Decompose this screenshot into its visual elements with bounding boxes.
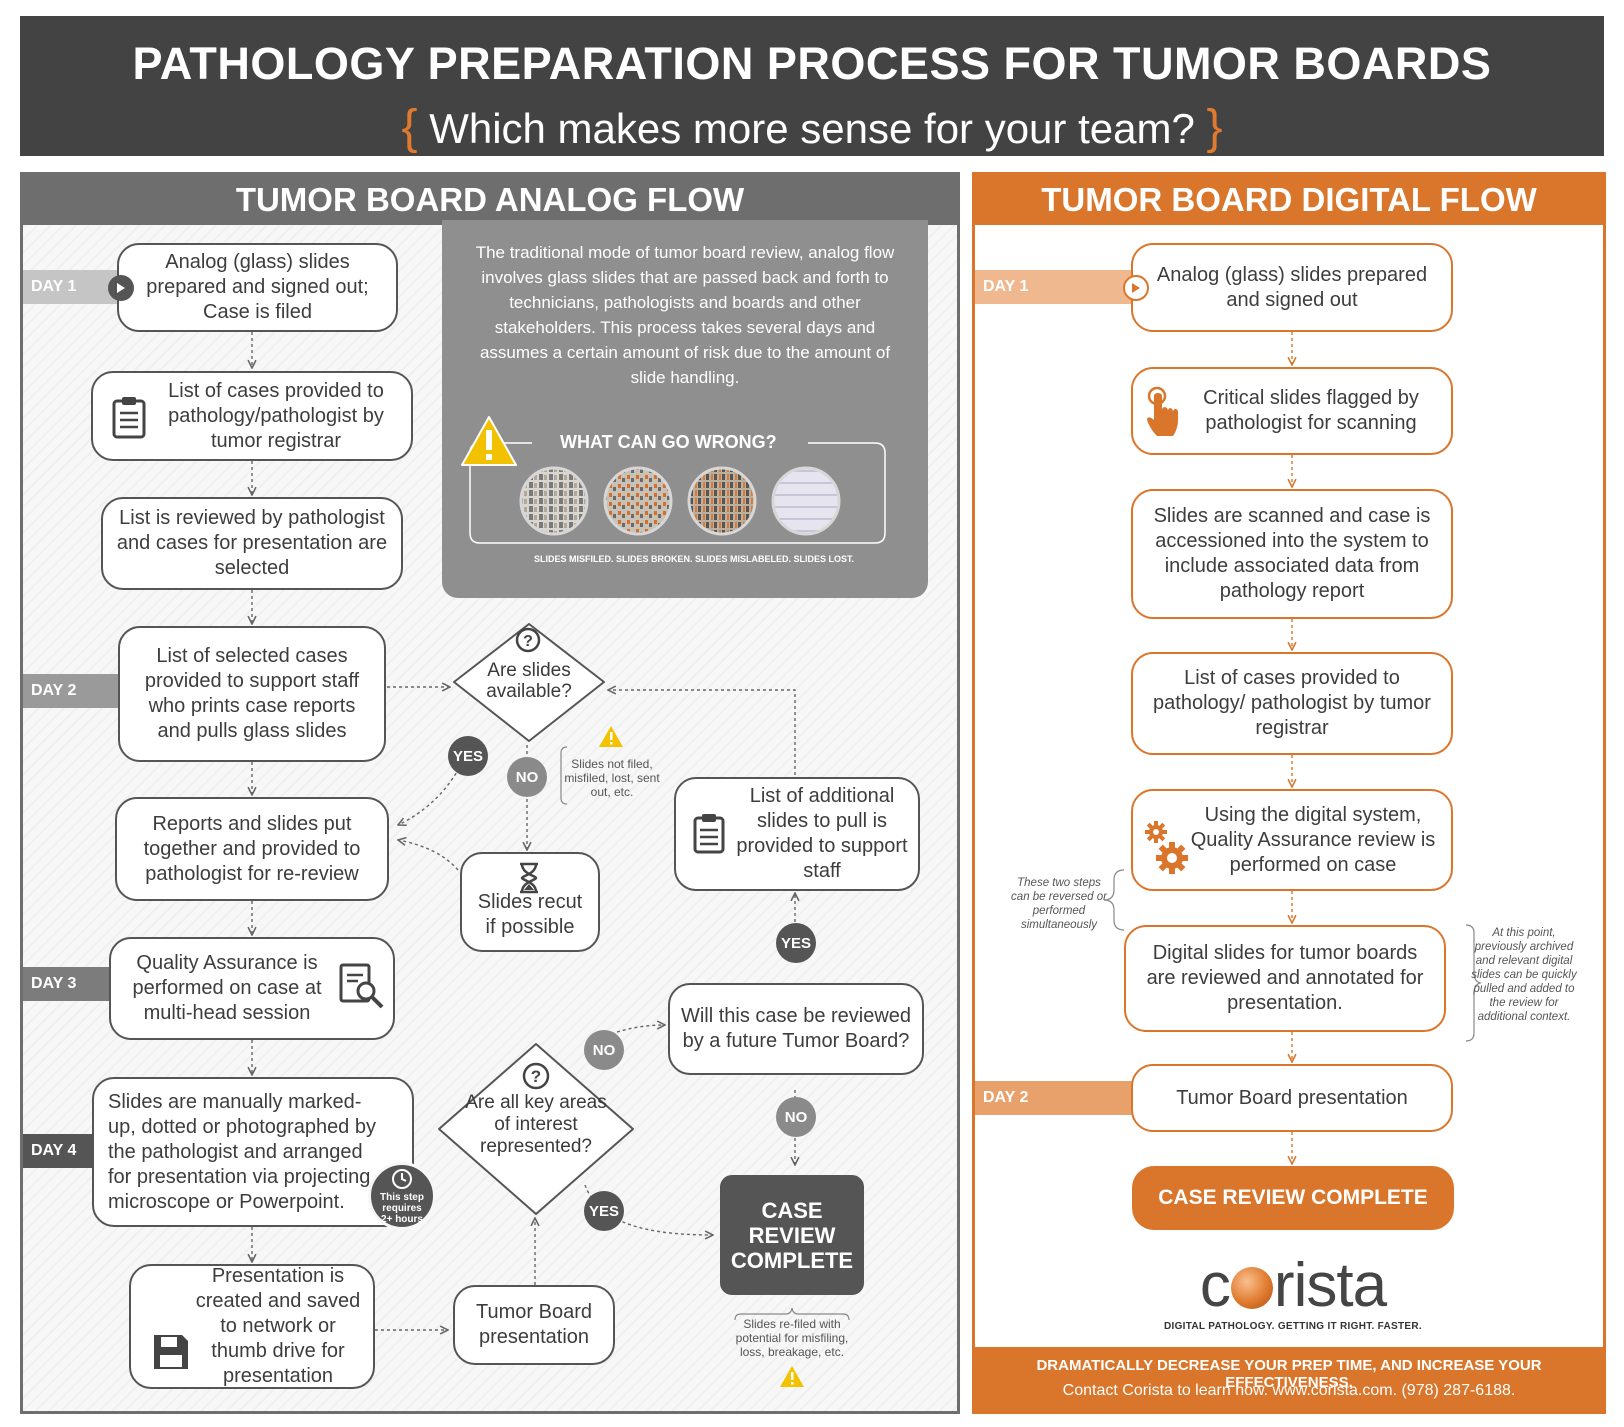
analog-step-additional-slides: List of additional slides to pull is pro…: [674, 777, 920, 891]
play-icon: [108, 275, 134, 301]
footer-banner: DRAMATICALLY DECREASE YOUR PREP TIME, AN…: [972, 1347, 1606, 1414]
digital-day-2: DAY 2: [975, 1081, 1135, 1115]
two-hours-badge: This step requires 2+ hours: [368, 1162, 436, 1230]
digital-step-slides-prepared: Analog (glass) slides prepared and signe…: [1131, 243, 1453, 332]
play-icon: [1123, 275, 1149, 301]
digital-step-quality-assurance: Using the digital system, Quality Assura…: [1131, 789, 1453, 891]
analog-day-4: DAY 4: [23, 1134, 95, 1168]
what-can-go-wrong-caption: SLIDES MISFILED. SLIDES BROKEN. SLIDES M…: [533, 554, 855, 564]
analog-info-box: The traditional mode of tumor board revi…: [442, 220, 928, 598]
brace-open: {: [401, 101, 418, 154]
what-can-go-wrong-title: WHAT CAN GO WRONG?: [560, 432, 777, 452]
digital-day-1: DAY 1: [975, 270, 1135, 304]
no-badge: NO: [507, 757, 547, 797]
clipboard-icon: [693, 814, 725, 854]
warning-icon: [599, 726, 623, 747]
analog-step-slides-prepared: Analog (glass) slides prepared and signe…: [117, 243, 398, 332]
digital-step-digital-review: Digital slides for tumor boards are revi…: [1124, 925, 1446, 1032]
decision-slides-available-text: Are slides available?: [486, 660, 572, 702]
note-slides-refiled: Slides re-filed with potential for misfi…: [735, 1317, 849, 1359]
footer-headline: DRAMATICALLY DECREASE YOUR PREP TIME, AN…: [1036, 1357, 1542, 1391]
brace-close: }: [1206, 101, 1223, 154]
floppy-disk-icon: [154, 1335, 188, 1369]
analog-step-support-staff: List of selected cases provided to suppo…: [118, 626, 386, 762]
warning-icon: [780, 1366, 804, 1387]
analog-day-1: DAY 1: [23, 270, 123, 304]
slide-problem-photos: [519, 466, 841, 536]
analog-step-reports-slides: Reports and slides put together and prov…: [115, 797, 389, 901]
no-badge: NO: [584, 1030, 624, 1070]
digital-case-review-complete: CASE REVIEW COMPLETE: [1132, 1166, 1454, 1230]
svg-text:?: ?: [531, 1067, 541, 1086]
yes-badge: YES: [584, 1191, 624, 1231]
page-subtitle: { Which makes more sense for your team? …: [20, 100, 1604, 155]
yes-badge: YES: [448, 736, 488, 776]
logo-tagline: DIGITAL PATHOLOGY. GETTING IT RIGHT. FAS…: [1163, 1321, 1423, 1332]
svg-text:?: ?: [523, 633, 533, 650]
info-text: The traditional mode of tumor board revi…: [475, 243, 895, 387]
digital-step-case-list: List of cases provided to pathology/ pat…: [1131, 652, 1453, 755]
question-icon: ?: [515, 627, 541, 653]
digital-heading: TUMOR BOARD DIGITAL FLOW: [975, 175, 1603, 225]
digital-step-tumor-board-presentation: Tumor Board presentation: [1131, 1064, 1453, 1132]
decision-key-areas-text: Are all key areas of interest represente…: [465, 1092, 607, 1157]
analog-day-3: DAY 3: [23, 967, 111, 1001]
analog-step-tumor-board-presentation: Tumor Board presentation: [453, 1285, 615, 1365]
gears-icon: [1145, 821, 1188, 874]
digital-step-critical-slides: Critical slides flagged by pathologist f…: [1131, 367, 1453, 455]
question-icon: ?: [522, 1062, 550, 1090]
analog-step-quality-assurance: Quality Assurance is performed on case a…: [109, 937, 395, 1040]
subtitle-text: Which makes more sense for your team?: [429, 105, 1195, 152]
no-badge: NO: [776, 1097, 816, 1137]
digital-step-scanned: Slides are scanned and case is accession…: [1131, 489, 1453, 619]
note-slides-not-filed: Slides not filed, misfiled, lost, sent o…: [564, 757, 660, 799]
magnifier-document-icon: [339, 963, 384, 1009]
clipboard-icon: [112, 397, 146, 439]
footer-contact[interactable]: Contact Corista to learn how. www.corist…: [1062, 1382, 1516, 1399]
note-two-steps-reversed: These two steps can be reversed or perfo…: [1011, 877, 1107, 931]
decision-diamond-slides-available: [453, 623, 605, 742]
warning-icon: [461, 416, 517, 466]
clock-icon: [392, 1168, 412, 1189]
decision-diamond-key-areas: [438, 1043, 634, 1215]
analog-step-slides-recut: Slides recut if possible: [460, 852, 600, 952]
analog-day-2: DAY 2: [23, 674, 118, 708]
yes-badge: YES: [776, 923, 816, 963]
pointing-hand-icon: [1147, 386, 1178, 436]
analog-heading: TUMOR BOARD ANALOG FLOW: [23, 175, 957, 225]
analog-step-future-board: Will this case be reviewed by a future T…: [668, 983, 924, 1075]
header-banner: PATHOLOGY PREPARATION PROCESS FOR TUMOR …: [20, 16, 1604, 156]
analog-step-list-reviewed: List is reviewed by pathologist and case…: [101, 497, 403, 590]
analog-case-review-complete: CASE REVIEW COMPLETE: [720, 1175, 864, 1295]
logo-orange-ball-icon: [1230, 1267, 1273, 1309]
page-title: PATHOLOGY PREPARATION PROCESS FOR TUMOR …: [132, 38, 1492, 89]
analog-step-manual-markup: Slides are manually marked-up, dotted or…: [92, 1077, 414, 1227]
hourglass-icon: [520, 862, 538, 894]
note-archived-slides: At this point, previously archived and r…: [1471, 927, 1577, 1023]
two-hours-text: This step requires 2+ hours: [380, 1191, 424, 1225]
